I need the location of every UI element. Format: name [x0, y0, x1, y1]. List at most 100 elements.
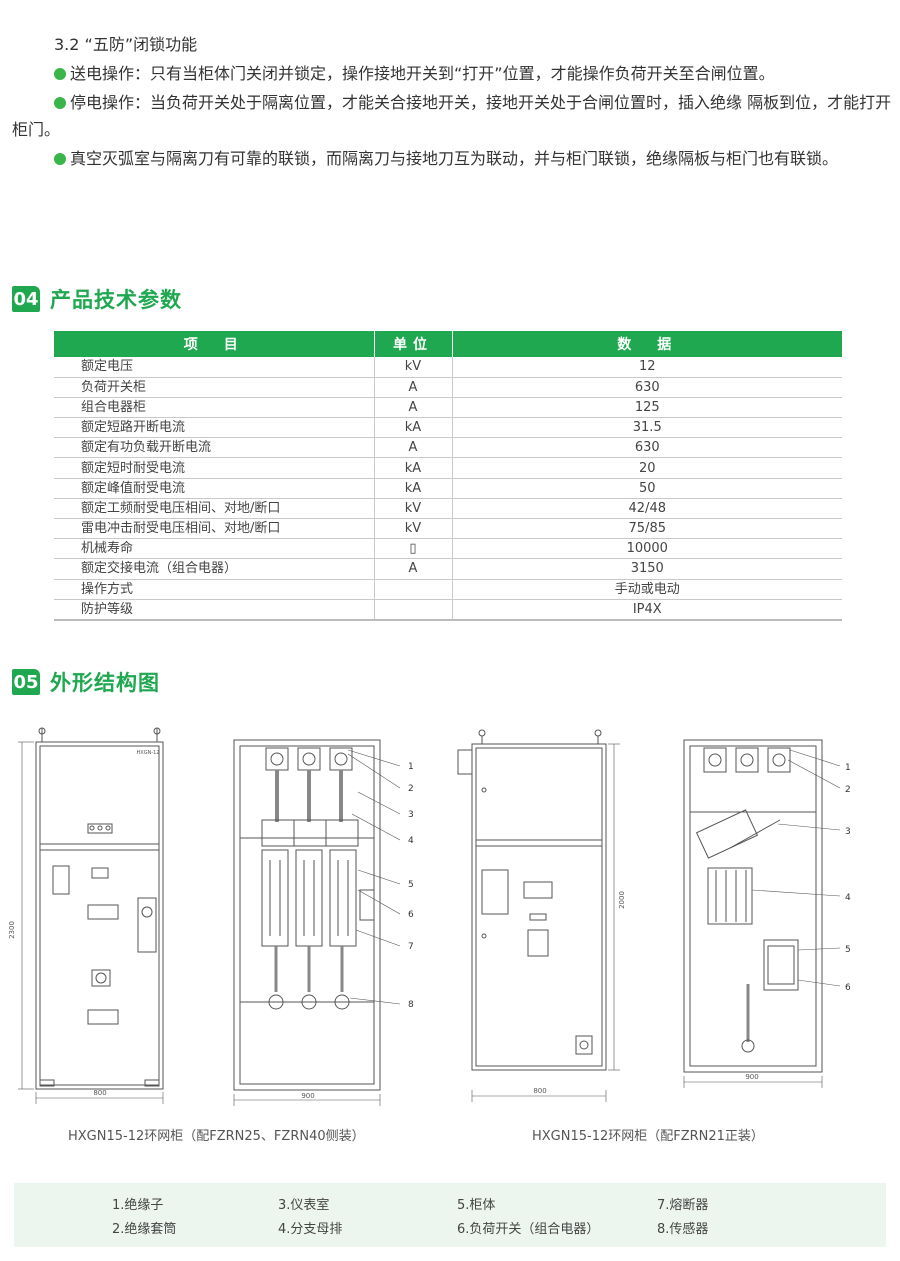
table-header-row: 项 目 单位 数 据 — [54, 331, 842, 357]
param-value-cell: 12 — [452, 357, 842, 378]
param-value-cell: 75/85 — [452, 518, 842, 540]
param-value-cell: 手动或电动 — [452, 579, 842, 600]
legend-item: 5.柜体 — [457, 1198, 496, 1213]
param-value-cell: 50 — [452, 478, 842, 499]
legend-item: 2.绝缘套筒 — [112, 1222, 177, 1237]
callout-number: 4 — [845, 893, 851, 903]
param-unit-cell: kA — [374, 457, 453, 479]
header-value: 数 据 — [452, 331, 842, 357]
dimension-height-label: 2000 — [618, 891, 626, 909]
param-value-cell: 630 — [452, 437, 842, 459]
drawing-caption: HXGN15-12环网柜（配FZRN21正装） — [532, 1129, 764, 1144]
table-row: 操作方式 手动或电动 — [54, 579, 842, 600]
dimension-width-label: 800 — [533, 1087, 546, 1095]
param-name-cell: 额定交接电流（组合电器） — [54, 558, 375, 580]
callout-number: 6 — [408, 910, 414, 920]
cabinet-internal-view-2 — [683, 739, 841, 1088]
dimension-width-label: 900 — [301, 1092, 314, 1100]
header-unit: 单位 — [374, 331, 453, 357]
section-number-badge: 05 — [12, 669, 40, 695]
param-unit-cell — [374, 599, 453, 621]
legend-item: 6.负荷开关（组合电器） — [457, 1222, 600, 1237]
section-title: 产品技术参数 — [50, 288, 182, 312]
legend-item: 3.仪表室 — [278, 1198, 330, 1213]
callout-number: 2 — [845, 785, 851, 795]
parts-legend: 1.绝缘子 3.仪表室 5.柜体 7.熔断器 2.绝缘套筒 4.分支母排 6.负… — [14, 1183, 886, 1247]
param-name-cell: 额定工频耐受电压相间、对地/断口 — [54, 498, 375, 520]
callout-number: 5 — [845, 945, 851, 955]
param-name-cell: 负荷开关柜 — [54, 377, 375, 398]
interlock-item: 停电操作：当负荷开关处于隔离位置，才能关合接地开关，接地开关处于合闸位置时，插入… — [12, 93, 892, 139]
param-name-cell: 额定峰值耐受电流 — [54, 478, 375, 499]
section-interlock: 3.2 “五防”闭锁功能 送电操作：只有当柜体门关闭并锁定，操作接地开关到“打开… — [12, 32, 892, 172]
drawing-caption: HXGN15-12环网柜（配FZRN25、FZRN40侧装） — [68, 1129, 365, 1144]
param-unit-cell — [374, 579, 453, 600]
callout-number: 3 — [845, 827, 851, 837]
param-value-cell: IP4X — [452, 599, 842, 621]
param-value-cell: 125 — [452, 397, 842, 419]
param-name-cell: 额定有功负载开断电流 — [54, 437, 375, 459]
section-number-badge: 04 — [12, 286, 40, 312]
section-header-params: 04 产品技术参数 — [12, 284, 182, 314]
dimension-width-label: 900 — [745, 1073, 758, 1081]
param-unit-cell: kA — [374, 417, 453, 439]
param-unit-cell: ▯ — [374, 538, 453, 560]
param-name-cell: 机械寿命 — [54, 538, 375, 560]
table-row: 机械寿命▯10000 — [54, 538, 842, 560]
param-value-cell: 630 — [452, 377, 842, 398]
header-item: 项 目 — [54, 331, 375, 357]
param-name-cell: 组合电器柜 — [54, 397, 375, 419]
dimension-width-label: 800 — [93, 1089, 106, 1097]
section-header-drawings: 05 外形结构图 — [12, 667, 160, 697]
param-unit-cell: kV — [374, 518, 453, 540]
param-value-cell: 10000 — [452, 538, 842, 560]
param-value-cell: 20 — [452, 457, 842, 479]
interlock-item: 送电操作：只有当柜体门关闭并锁定，操作接地开关到“打开”位置，才能操作负荷开关至… — [12, 60, 892, 87]
callout-number: 7 — [408, 942, 414, 952]
cabinet-front-view-1 — [18, 727, 164, 1104]
callout-number: 2 — [408, 784, 414, 794]
callout-number: 6 — [845, 983, 851, 993]
param-name-cell: 额定电压 — [54, 357, 375, 378]
interlock-item: 真空灭弧室与隔离刀有可靠的联锁，而隔离刀与接地刀互为联动，并与柜门联锁，绝缘隔板… — [12, 145, 892, 172]
param-value-cell: 42/48 — [452, 498, 842, 520]
section-heading: 3.2 “五防”闭锁功能 — [54, 35, 198, 54]
callout-number: 4 — [408, 836, 414, 846]
param-unit-cell: A — [374, 377, 453, 398]
param-value-cell: 3150 — [452, 558, 842, 580]
nameplate-label: HXGN-12 — [137, 750, 160, 756]
section-title: 外形结构图 — [50, 671, 160, 695]
param-unit-cell: A — [374, 558, 453, 580]
dimension-height-label: 2300 — [8, 921, 16, 939]
param-unit-cell: kV — [374, 357, 453, 378]
param-name-cell: 操作方式 — [54, 579, 375, 600]
param-unit-cell: kV — [374, 498, 453, 520]
param-name-cell: 额定短时耐受电流 — [54, 457, 375, 479]
param-unit-cell: kA — [374, 478, 453, 499]
bullet-dot-icon — [54, 97, 66, 109]
bullet-dot-icon — [54, 68, 66, 80]
callout-number: 1 — [845, 763, 851, 773]
cabinet-internal-view-1 — [233, 739, 401, 1106]
callout-number: 8 — [408, 1000, 414, 1010]
callout-number: 1 — [408, 762, 414, 772]
outline-drawings: HXGN-12 2300 800 — [8, 727, 851, 1106]
legend-item: 1.绝缘子 — [112, 1198, 164, 1213]
param-unit-cell: A — [374, 437, 453, 459]
legend-item: 4.分支母排 — [278, 1222, 343, 1237]
callout-number: 5 — [408, 880, 414, 890]
param-name-cell: 雷电冲击耐受电压相间、对地/断口 — [54, 518, 375, 540]
bullet-dot-icon — [54, 153, 66, 165]
legend-item: 7.熔断器 — [657, 1198, 709, 1213]
